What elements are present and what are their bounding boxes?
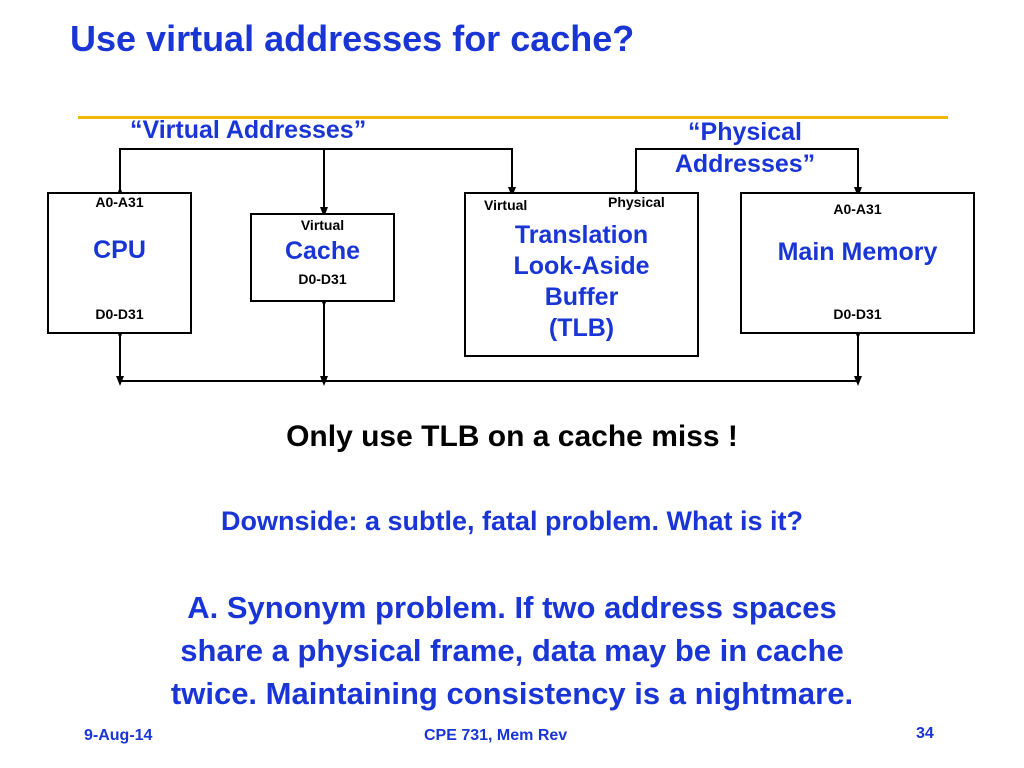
tlb-name-line2: Look-Aside	[513, 252, 650, 280]
tlb-name-line3: Buffer	[544, 283, 619, 311]
cache-data-bus-label: D0-D31	[298, 271, 347, 287]
slide-title: Use virtual addresses for cache?	[70, 18, 635, 59]
memory-data-bus-label: D0-D31	[833, 306, 882, 322]
tlb-name-line4: (TLB)	[548, 314, 615, 342]
title-divider	[78, 116, 948, 119]
cache-kind-label: Virtual	[300, 217, 345, 233]
cpu-address-bus-label: A0-A31	[95, 194, 144, 210]
footer-page-number: 34	[916, 725, 934, 742]
cpu-box: A0-A31 CPU D0-D31	[47, 192, 192, 334]
cache-box: Virtual Cache D0-D31	[250, 213, 395, 302]
virtual-addresses-label: “Virtual Addresses”	[130, 116, 367, 144]
tlb-virtual-input-label: Virtual	[484, 197, 528, 213]
footer-course: CPE 731, Mem Rev	[424, 727, 568, 744]
downside-question: Downside: a subtle, fatal problem. What …	[220, 506, 804, 536]
physical-addresses-label-line1: “Physical	[688, 118, 802, 146]
cpu-name: CPU	[93, 236, 146, 264]
memory-name: Main Memory	[777, 238, 938, 266]
virtual-address-bus	[116, 148, 516, 197]
main-memory-box: A0-A31 Main Memory D0-D31	[740, 192, 975, 334]
footer-date: 9-Aug-14	[84, 727, 153, 744]
memory-address-bus-label: A0-A31	[833, 201, 882, 217]
cpu-data-bus-label: D0-D31	[95, 306, 144, 322]
tlb-physical-output-label: Physical	[608, 194, 665, 210]
answer-line2: share a physical frame, data may be in c…	[180, 633, 844, 668]
tlb-name: Translation Look-Aside Buffer (TLB)	[466, 220, 697, 344]
physical-address-bus	[632, 148, 862, 197]
physical-addresses-label: “Physical Addresses”	[645, 116, 845, 180]
tlb-box: Virtual Physical Translation Look-Aside …	[464, 192, 699, 357]
answer-line3: twice. Maintaining consistency is a nigh…	[170, 676, 854, 711]
answer-text: A. Synonym problem. If two address space…	[40, 586, 984, 715]
cache-name: Cache	[284, 237, 361, 265]
tlb-name-line1: Translation	[514, 221, 649, 249]
tlb-statement: Only use TLB on a cache miss !	[286, 420, 738, 453]
answer-line1: A. Synonym problem. If two address space…	[187, 590, 837, 625]
physical-addresses-label-line2: Addresses”	[674, 150, 816, 178]
